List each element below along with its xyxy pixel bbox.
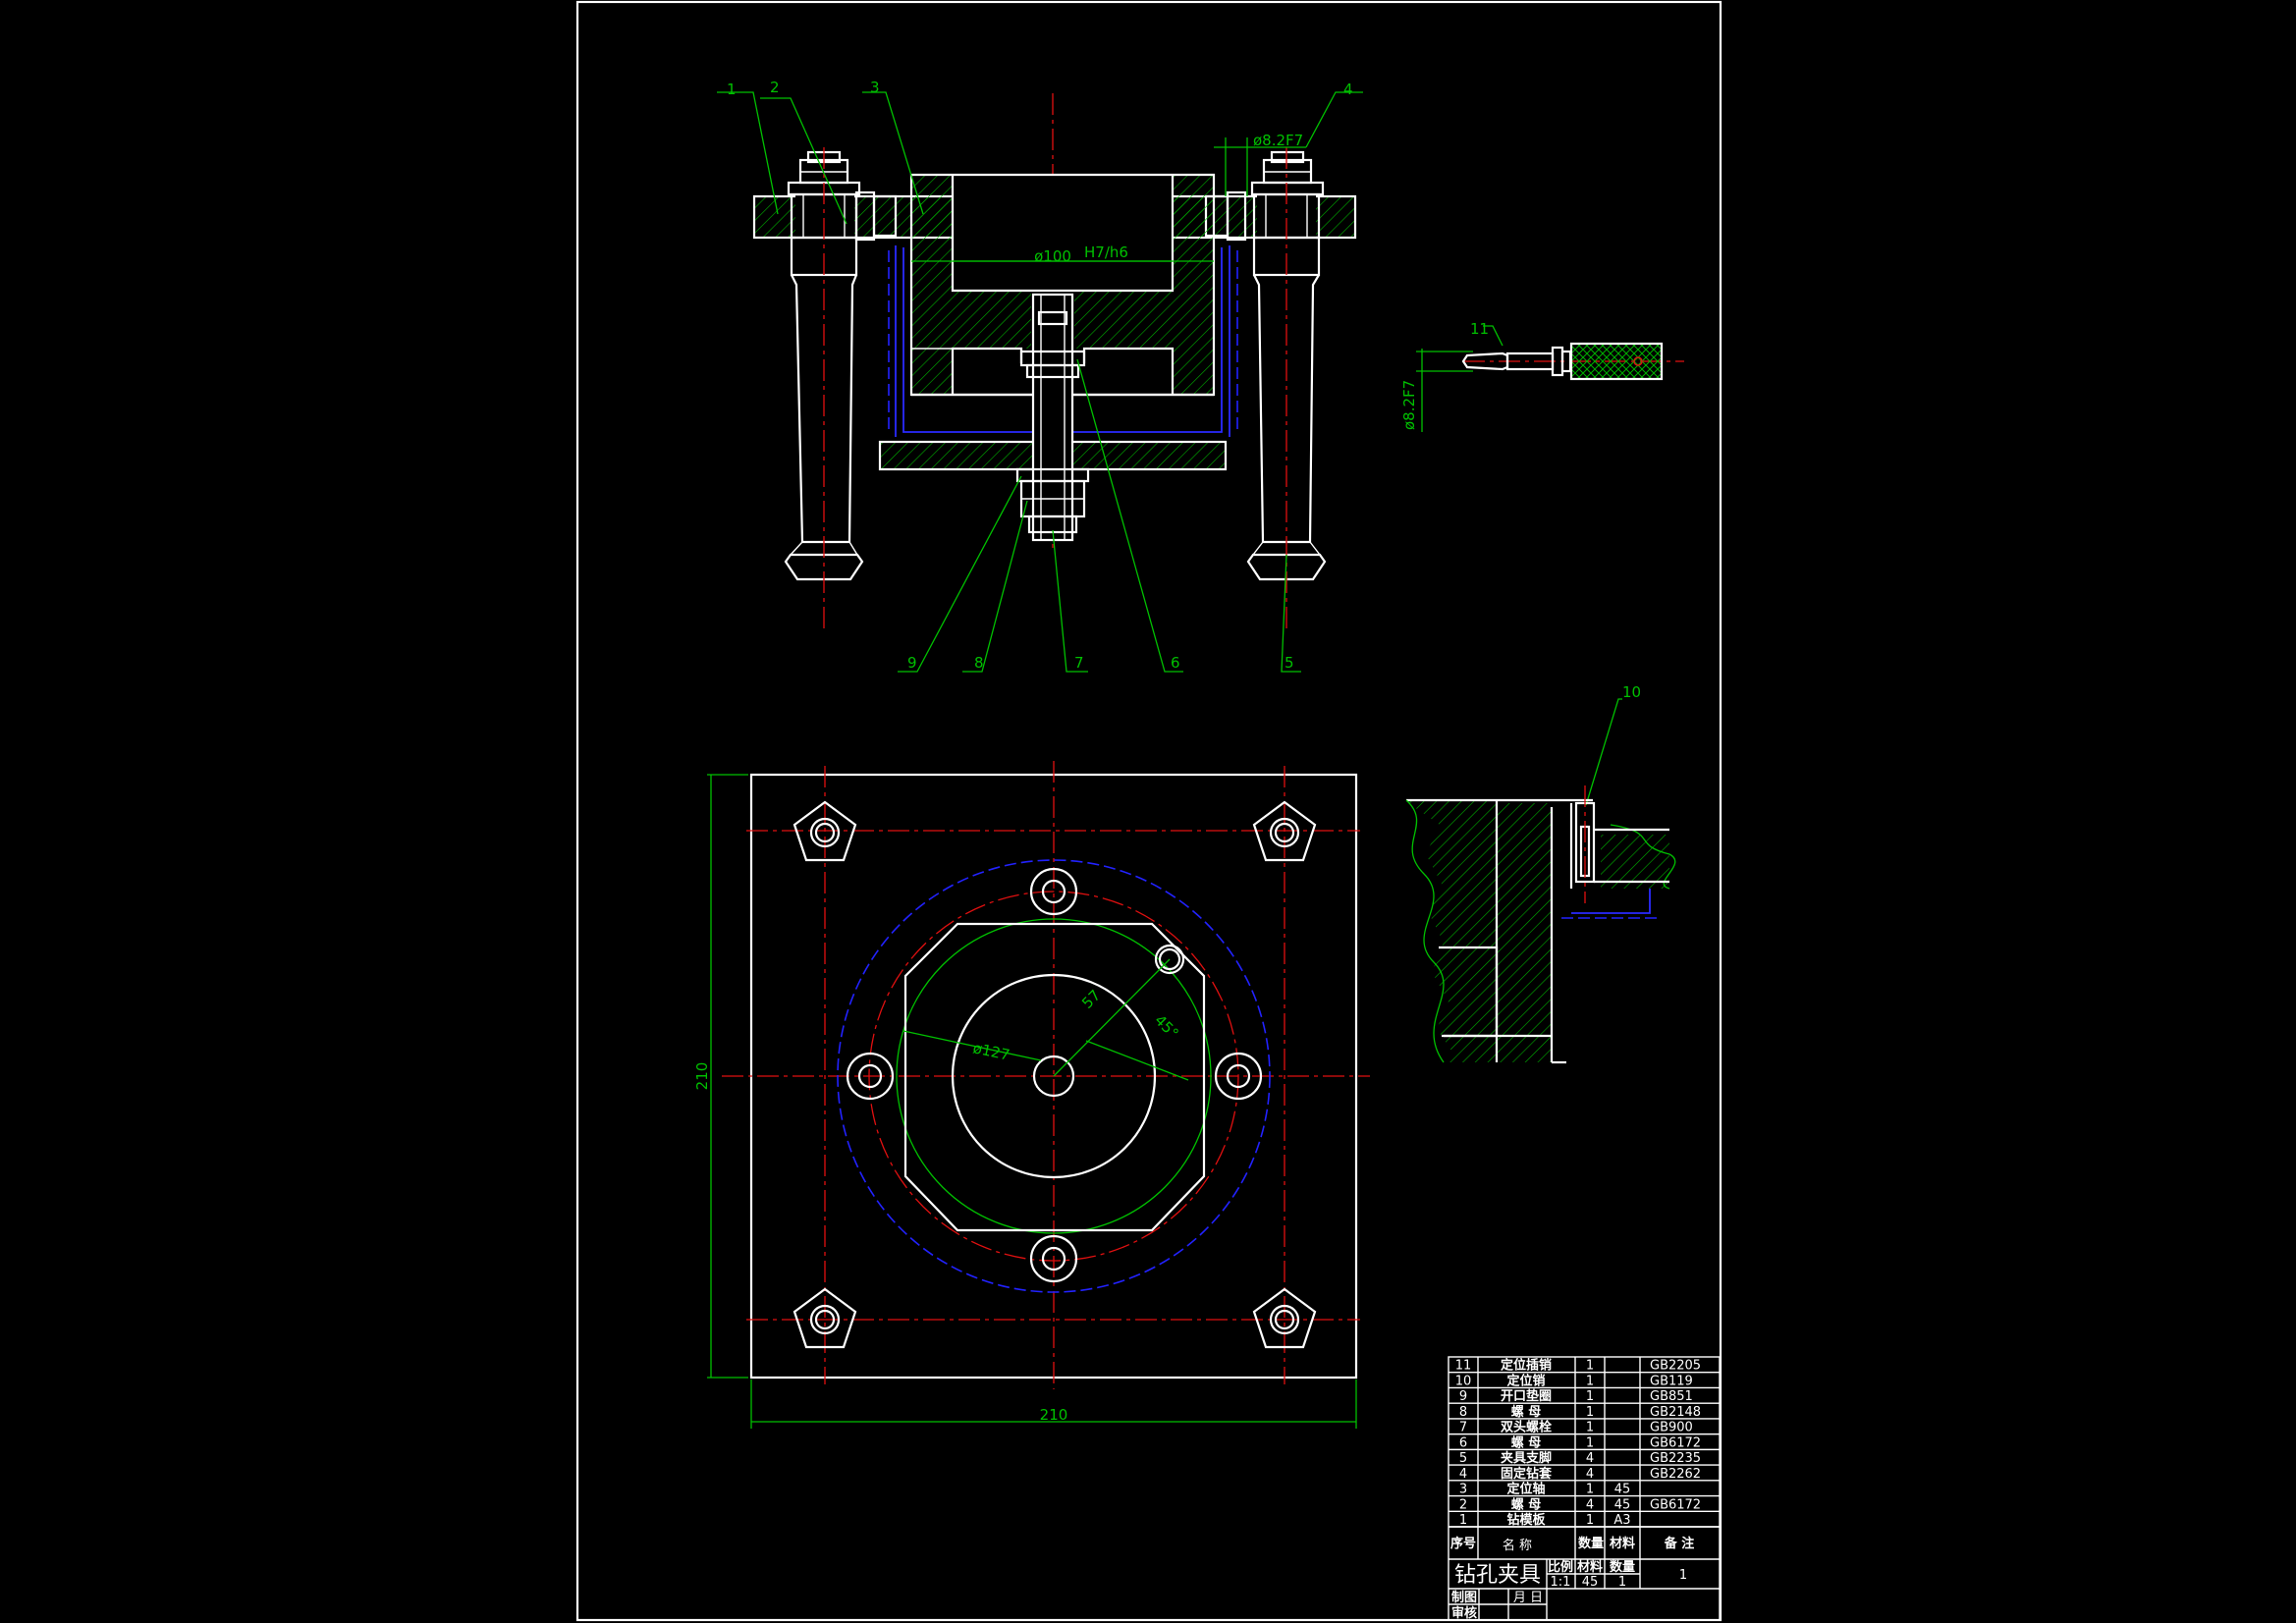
tb-header-no: 序号 (1450, 1536, 1476, 1551)
balloon-labels: 1 2 3 4 5 6 7 8 9 10 11 (727, 79, 1641, 701)
balloon-3: 3 (870, 79, 880, 96)
tb-part-qty: 1 (1586, 1389, 1594, 1404)
dim-radius-label: 57 (1078, 987, 1104, 1012)
tb-scale: 1:1 (1551, 1575, 1571, 1590)
dim-pin-fit-side-label: ø8.2F7 (1400, 380, 1418, 430)
tb-part-no: 5 (1459, 1451, 1467, 1466)
tb-part-qty: 1 (1586, 1421, 1594, 1435)
balloon-7: 7 (1074, 654, 1084, 672)
tb-part-no: 6 (1459, 1435, 1467, 1450)
tb-part-name: 定位插销 (1500, 1358, 1552, 1374)
tb-checked-by: 审核 (1451, 1605, 1477, 1621)
tb-part-no: 3 (1459, 1483, 1467, 1497)
tb-material-label: 材料 (1577, 1559, 1603, 1575)
tb-part-no: 4 (1459, 1467, 1467, 1482)
dim-circle-label: ø127 (971, 1039, 1011, 1063)
tb-part-note: GB2262 (1650, 1467, 1701, 1482)
tb-part-material: A3 (1613, 1513, 1630, 1528)
tb-part-qty: 4 (1586, 1497, 1594, 1512)
tb-part-name: 夹具支脚 (1501, 1450, 1552, 1466)
tb-part-name: 螺 母 (1511, 1496, 1542, 1512)
tb-qty: 1 (1618, 1575, 1626, 1590)
tb-part-name: 螺 母 (1511, 1434, 1542, 1450)
tb-scale-label: 比例 (1548, 1559, 1573, 1575)
index-pin-detail: ø8.2F7 (1400, 342, 1684, 432)
plan-view (722, 761, 1370, 1389)
tb-part-qty: 1 (1586, 1374, 1594, 1388)
tb-drawn-by: 制图 (1451, 1590, 1477, 1605)
balloon-9: 9 (907, 654, 917, 672)
tb-part-name: 开口垫圈 (1501, 1388, 1552, 1404)
tb-part-no: 10 (1455, 1374, 1472, 1388)
tb-part-no: 1 (1459, 1513, 1467, 1528)
tb-header-name: 名 称 (1503, 1538, 1532, 1553)
tb-sheet: 1 (1679, 1568, 1687, 1583)
balloon-11: 11 (1470, 320, 1489, 338)
tb-part-qty: 4 (1586, 1451, 1594, 1466)
leaders-front (717, 91, 1622, 806)
plan-dimensions: 210 210 ø127 57 45° (693, 774, 1357, 1429)
front-section-view (752, 93, 1357, 628)
balloon-8: 8 (974, 654, 984, 672)
tb-part-material: 45 (1614, 1497, 1631, 1512)
tb-part-no: 7 (1459, 1421, 1467, 1435)
tb-part-note: GB851 (1650, 1389, 1693, 1404)
tb-part-qty: 1 (1586, 1513, 1594, 1528)
sheet-border (575, 0, 1722, 1622)
balloon-10: 10 (1622, 683, 1641, 701)
tb-part-name: 定位轴 (1505, 1482, 1545, 1497)
balloon-1: 1 (727, 81, 737, 98)
dim-bore-fit: H7/h6 (1084, 243, 1128, 261)
tb-part-qty: 1 (1586, 1405, 1594, 1420)
dim-width-label: 210 (1040, 1406, 1068, 1424)
dim-height-label: 210 (693, 1062, 711, 1091)
tb-part-no: 9 (1459, 1389, 1467, 1404)
tb-part-note: GB2148 (1650, 1405, 1701, 1420)
tb-part-qty: 1 (1586, 1483, 1594, 1497)
tb-date: 月 日 (1513, 1591, 1543, 1605)
dim-pin-fit-top-label: ø8.2F7 (1253, 132, 1303, 149)
tb-part-qty: 4 (1586, 1467, 1594, 1482)
tb-header-material: 材料 (1610, 1536, 1635, 1551)
tb-part-note: GB119 (1650, 1374, 1693, 1388)
tb-header-note: 备 注 (1664, 1536, 1695, 1551)
tb-part-note: GB6172 (1650, 1497, 1701, 1512)
tb-material: 45 (1582, 1575, 1599, 1590)
tb-part-note: GB6172 (1650, 1435, 1701, 1450)
tb-part-note: GB2235 (1650, 1451, 1701, 1466)
tb-part-name: 固定钻套 (1501, 1466, 1553, 1482)
tb-part-no: 2 (1459, 1497, 1467, 1512)
tb-title: 钻孔夹具 (1454, 1563, 1541, 1588)
balloon-4: 4 (1343, 81, 1353, 98)
dim-angle-label: 45° (1151, 1011, 1182, 1043)
tb-part-name: 双头螺栓 (1501, 1420, 1552, 1435)
balloon-6: 6 (1171, 654, 1180, 672)
tb-part-name: 螺 母 (1511, 1404, 1542, 1420)
balloon-5: 5 (1285, 654, 1294, 672)
tb-part-name: 定位销 (1505, 1373, 1545, 1388)
balloon-2: 2 (770, 79, 780, 96)
tb-part-name: 钻模板 (1506, 1512, 1546, 1528)
tb-part-qty: 1 (1586, 1435, 1594, 1450)
tb-part-qty: 1 (1586, 1359, 1594, 1374)
dim-bore-label: ø100 (1034, 247, 1071, 265)
dim-bore: ø100 H7/h6 (911, 243, 1214, 265)
dim-pin-fit-top: ø8.2F7 (1214, 132, 1306, 196)
locating-pin-detail (1404, 785, 1676, 1064)
tb-part-note: GB2205 (1650, 1359, 1701, 1374)
tb-qty-label: 数量 (1610, 1559, 1635, 1575)
tb-header-qty: 数量 (1578, 1536, 1604, 1551)
tb-part-no: 11 (1455, 1359, 1472, 1374)
tb-part-no: 8 (1459, 1405, 1467, 1420)
tb-part-note: GB900 (1650, 1421, 1693, 1435)
tb-part-material: 45 (1614, 1483, 1631, 1497)
